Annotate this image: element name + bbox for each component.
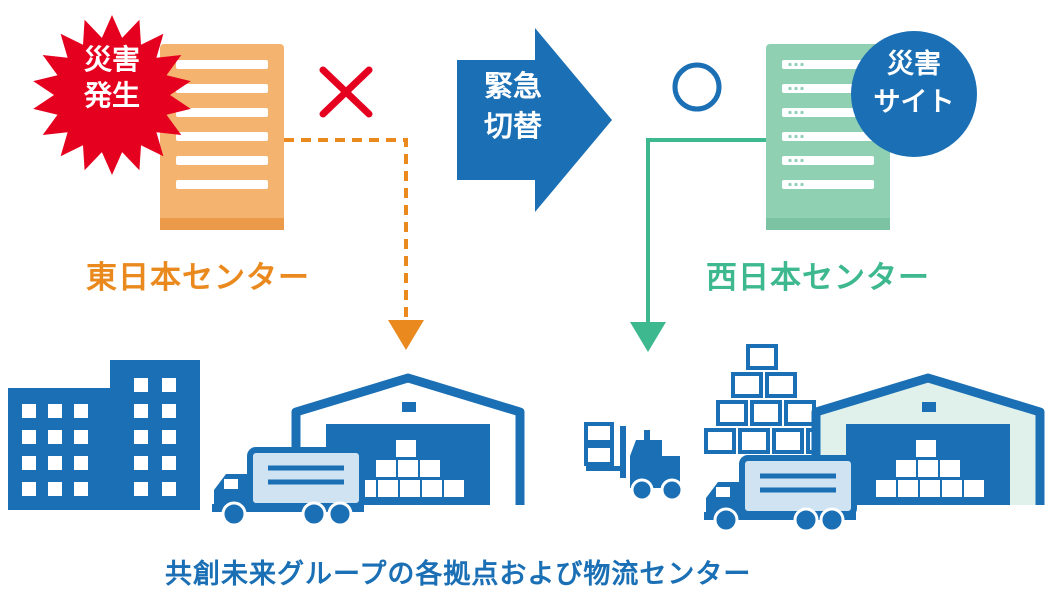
truck-icon	[704, 455, 857, 533]
disaster-site-badge	[851, 31, 977, 157]
group-sites-label: 共創未来グループの各拠点および物流センター	[165, 559, 752, 590]
site-line-1: 災害	[887, 49, 941, 80]
west-center-label: 西日本センター	[706, 260, 930, 296]
emergency-switch-text: 緊急 切替	[468, 66, 558, 146]
west-active-connector	[630, 138, 766, 352]
warehouse-icon	[811, 373, 1045, 505]
switch-line-1: 緊急	[483, 69, 542, 103]
building-icon	[8, 360, 200, 510]
arrow-right-icon	[457, 28, 612, 212]
cross-icon	[319, 66, 373, 118]
truck-icon	[212, 447, 365, 527]
switch-line-2: 切替	[483, 109, 542, 143]
east-center-label: 東日本センター	[86, 260, 310, 296]
disaster-site-text: 災害 サイト	[852, 46, 976, 122]
burst-line-1: 災害	[83, 43, 140, 76]
disaster-burst-icon	[33, 15, 191, 175]
east-failed-connector	[284, 138, 424, 350]
east-server-rack-icon	[160, 44, 284, 230]
disaster-occurred-text: 災害 発生	[62, 42, 162, 114]
burst-line-2: 発生	[83, 79, 140, 112]
forklift-icon	[584, 422, 684, 502]
circle-ok-icon	[672, 62, 722, 112]
site-line-2: サイト	[873, 87, 955, 118]
box-stack-icon	[704, 344, 838, 454]
